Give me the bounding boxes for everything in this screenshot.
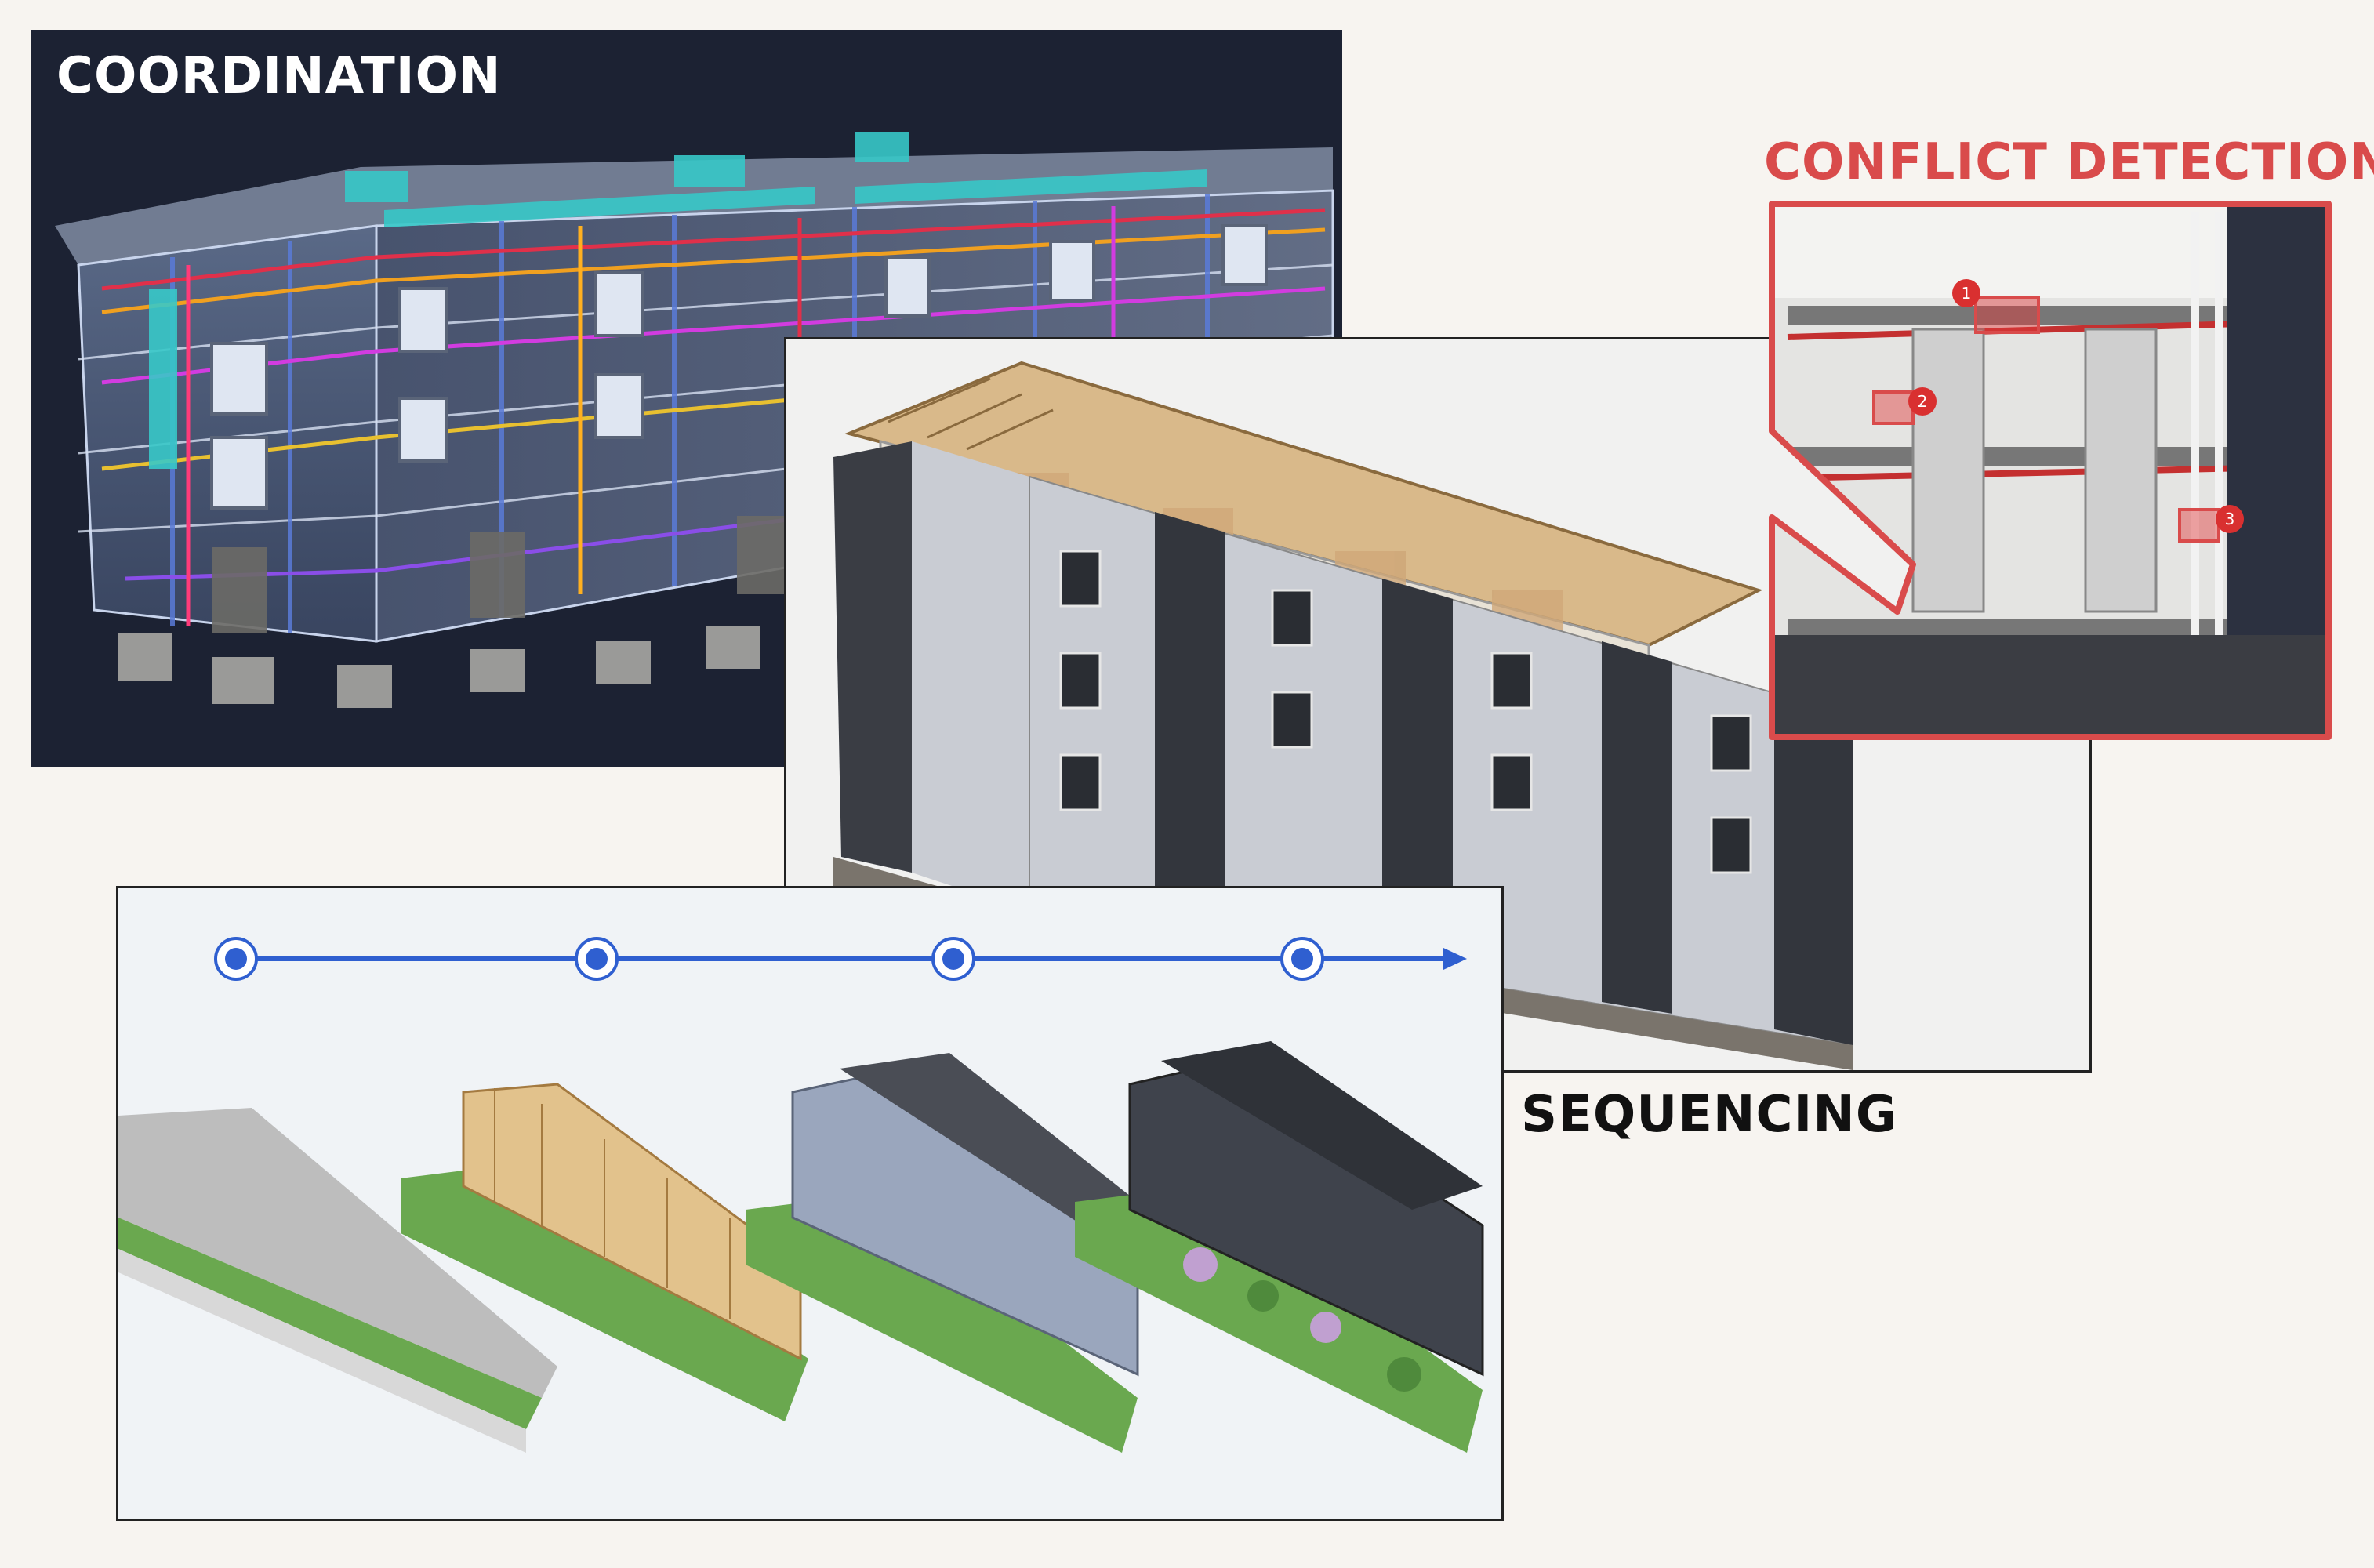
conflict-detail-image: 1 2 3 <box>1769 201 2332 740</box>
conflict-marker-3[interactable]: 3 <box>2178 505 2244 543</box>
timeline-node[interactable] <box>1280 937 1324 981</box>
sequencing-panel <box>116 886 1504 1521</box>
conflict-callout: 1 2 3 <box>1756 196 2336 760</box>
conflict-marker-1[interactable]: 1 <box>1952 279 2040 334</box>
conflict-detection-title: CONFLICT DETECTION <box>1764 133 2374 191</box>
timeline-arrow-icon <box>1443 948 1467 970</box>
conflict-marker-label: 2 <box>1918 392 1928 411</box>
stage-foundation <box>118 1108 557 1453</box>
conflict-marker-2[interactable]: 2 <box>1872 387 1937 425</box>
sequencing-image <box>118 937 1484 1453</box>
coordination-title: COORDINATION <box>56 47 502 105</box>
timeline-node[interactable] <box>931 937 975 981</box>
conflict-marker-label: 1 <box>1962 284 1972 303</box>
timeline-node[interactable] <box>214 937 258 981</box>
conflict-marker-label: 3 <box>2225 510 2235 528</box>
stage-facade <box>746 1053 1139 1453</box>
sequencing-title: SEQUENCING <box>1521 1086 1898 1144</box>
timeline-node[interactable] <box>575 937 619 981</box>
stage-framing <box>401 1083 808 1421</box>
cutaway-building-image <box>833 361 1853 1070</box>
timeline <box>214 937 1467 981</box>
stage-complete <box>1075 1041 1484 1453</box>
